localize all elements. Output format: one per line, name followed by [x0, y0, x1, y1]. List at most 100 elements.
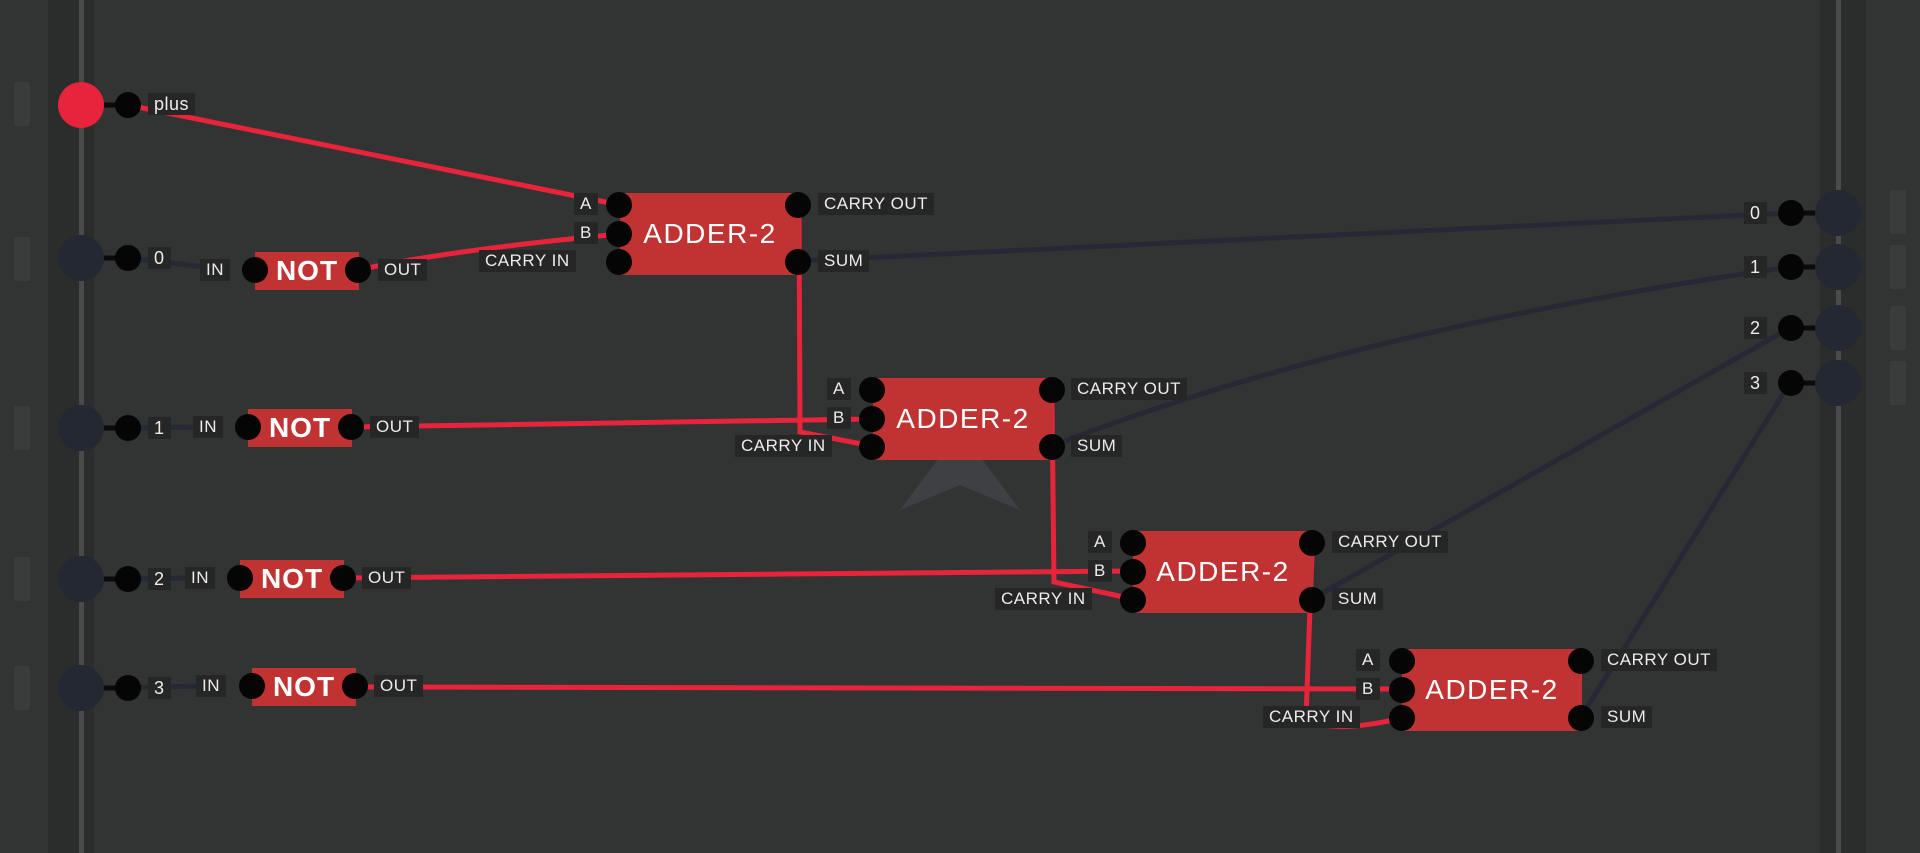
not-gate-0-title: NOT	[275, 255, 339, 286]
adder1-a-pin[interactable]	[859, 377, 885, 403]
adder-1[interactable]: ADDER-2	[873, 378, 1053, 460]
wire-not2-b[interactable]	[341, 568, 1136, 581]
not-gate-2-title: NOT	[260, 563, 324, 594]
wire-sum0-out0[interactable]	[795, 210, 1793, 264]
output-2-indicator[interactable]	[1815, 305, 1861, 351]
input-plus-pin[interactable]	[115, 92, 141, 118]
output-0-indicator[interactable]	[1815, 190, 1861, 236]
adder1-b-label: B	[827, 407, 851, 429]
output-handle-2[interactable]	[1890, 306, 1906, 350]
input-1-label: 1	[148, 417, 171, 439]
not2-in-pin[interactable]	[227, 565, 253, 591]
adder2-sum-pin[interactable]	[1299, 587, 1325, 613]
not-gate-3-title: NOT	[272, 671, 336, 702]
input-handle-0[interactable]	[14, 237, 30, 281]
input-3-pin[interactable]	[115, 675, 141, 701]
adder0-carry-out-label: CARRY OUT	[818, 193, 935, 215]
not2-out-pin[interactable]	[330, 565, 356, 591]
adder2-carry-out-label: CARRY OUT	[1332, 531, 1449, 553]
not-gate-0[interactable]: NOT	[255, 252, 359, 290]
wire-carry2-3[interactable]	[1303, 551, 1405, 729]
adder-0[interactable]: ADDER-2	[620, 193, 800, 275]
adder0-a-pin[interactable]	[606, 192, 632, 218]
not-gate-2[interactable]: NOT	[240, 560, 344, 598]
adder3-carry-in-label: CARRY IN	[1263, 706, 1360, 728]
adder0-carry-in-label: CARRY IN	[479, 250, 576, 272]
adder1-b-pin[interactable]	[859, 406, 885, 432]
input-2-label: 2	[148, 568, 171, 590]
output-2-pin[interactable]	[1778, 315, 1804, 341]
adder1-carry-in-pin[interactable]	[859, 434, 885, 460]
adder3-a-pin[interactable]	[1389, 648, 1415, 674]
adder-1-title: ADDER-2	[896, 403, 1030, 434]
adder3-carry-in-pin[interactable]	[1389, 705, 1415, 731]
input-plus-toggle[interactable]	[58, 82, 104, 128]
input-2-pin[interactable]	[115, 566, 141, 592]
output-handle-1[interactable]	[1890, 245, 1906, 289]
adder-3[interactable]: ADDER-2	[1402, 649, 1582, 731]
input-1-pin[interactable]	[115, 415, 141, 441]
adder2-b-pin[interactable]	[1120, 559, 1146, 585]
adder-2[interactable]: ADDER-2	[1133, 531, 1313, 613]
not0-in-label: IN	[200, 259, 230, 281]
adder1-a-label: A	[827, 378, 851, 400]
input-2-toggle[interactable]	[58, 556, 104, 602]
wire-sum2-out2[interactable]	[1309, 325, 1793, 602]
wire-not3-b[interactable]	[353, 684, 1405, 692]
output-handle-3[interactable]	[1890, 361, 1906, 405]
adder2-carry-in-pin[interactable]	[1120, 587, 1146, 613]
adder2-carry-out-pin[interactable]	[1299, 530, 1325, 556]
adder0-b-label: B	[574, 222, 598, 244]
not1-in-pin[interactable]	[235, 414, 261, 440]
output-1-label: 1	[1744, 256, 1767, 278]
wire-sum1-out1[interactable]	[1049, 264, 1793, 449]
wire-carry1-2[interactable]	[1049, 397, 1136, 602]
adder-2-title: ADDER-2	[1156, 556, 1290, 587]
not1-in-label: IN	[193, 416, 223, 438]
adder1-carry-out-pin[interactable]	[1039, 377, 1065, 403]
not3-out-pin[interactable]	[342, 673, 368, 699]
not-gate-3[interactable]: NOT	[252, 668, 356, 706]
not2-out-label: OUT	[362, 567, 412, 589]
adder3-b-label: B	[1356, 678, 1380, 700]
adder2-a-pin[interactable]	[1120, 530, 1146, 556]
adder1-sum-pin[interactable]	[1039, 434, 1065, 460]
input-handle-plus[interactable]	[14, 82, 30, 126]
not3-out-label: OUT	[374, 675, 424, 697]
adder1-sum-label: SUM	[1071, 435, 1123, 457]
not0-in-pin[interactable]	[242, 257, 268, 283]
adder0-carry-in-pin[interactable]	[606, 249, 632, 275]
adder0-b-pin[interactable]	[606, 221, 632, 247]
adder0-carry-out-pin[interactable]	[785, 192, 811, 218]
adder3-sum-pin[interactable]	[1568, 705, 1594, 731]
input-0-pin[interactable]	[115, 245, 141, 271]
output-0-pin[interactable]	[1778, 200, 1804, 226]
not0-out-pin[interactable]	[345, 257, 371, 283]
input-1-toggle[interactable]	[58, 405, 104, 451]
wire-carry0-1[interactable]	[796, 202, 875, 449]
output-3-indicator[interactable]	[1815, 360, 1861, 406]
not3-in-pin[interactable]	[239, 673, 265, 699]
input-0-label: 0	[148, 247, 171, 269]
output-1-pin[interactable]	[1778, 254, 1804, 280]
wire-plus-a[interactable]	[125, 102, 623, 208]
adder3-carry-out-pin[interactable]	[1568, 648, 1594, 674]
output-handle-0[interactable]	[1890, 190, 1906, 234]
input-0-toggle[interactable]	[58, 235, 104, 281]
input-3-label: 3	[148, 677, 171, 699]
not1-out-pin[interactable]	[338, 414, 364, 440]
output-3-label: 3	[1744, 372, 1767, 394]
input-handle-1[interactable]	[14, 406, 30, 450]
adder0-sum-pin[interactable]	[785, 249, 811, 275]
output-3-pin[interactable]	[1778, 370, 1804, 396]
wire-not1-b[interactable]	[349, 416, 875, 430]
input-handle-3[interactable]	[14, 666, 30, 710]
adder3-b-pin[interactable]	[1389, 677, 1415, 703]
not-gate-1[interactable]: NOT	[248, 409, 352, 447]
adder3-sum-label: SUM	[1601, 706, 1653, 728]
output-2-label: 2	[1744, 317, 1767, 339]
input-plus-label: plus	[148, 93, 196, 115]
input-handle-2[interactable]	[14, 557, 30, 601]
input-3-toggle[interactable]	[58, 665, 104, 711]
output-1-indicator[interactable]	[1815, 244, 1861, 290]
